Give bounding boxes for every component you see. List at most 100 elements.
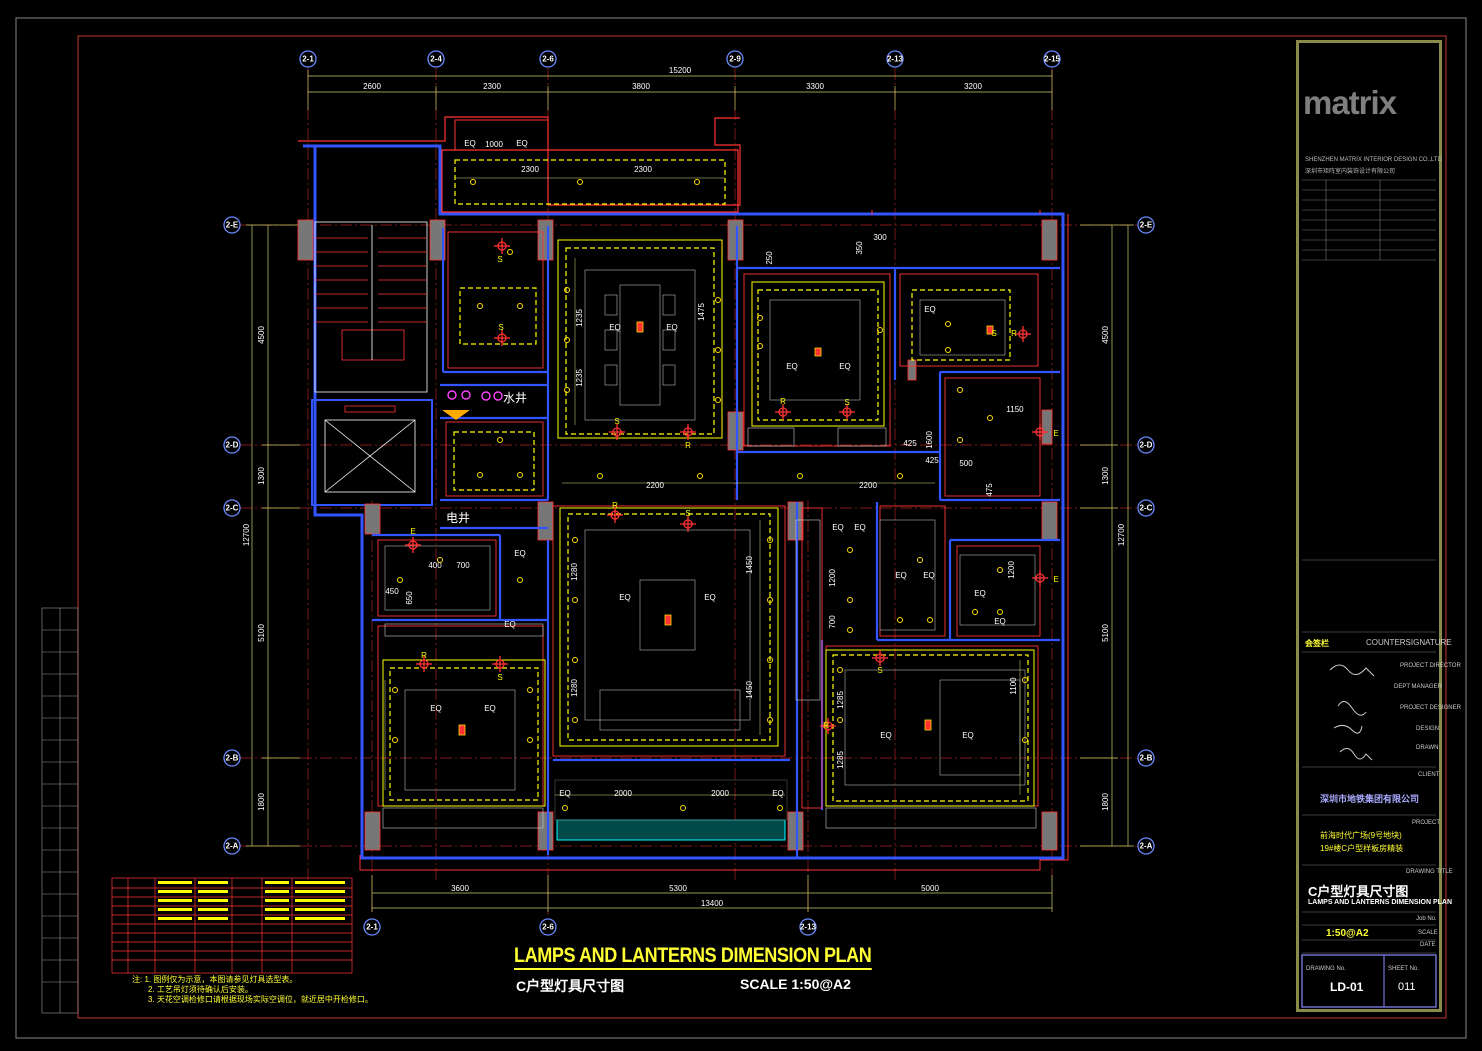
balcony-floor — [554, 779, 788, 821]
dim-interior: 1285 — [836, 751, 845, 769]
dim-top-seg: 3200 — [964, 82, 982, 91]
sheet-number: 011 — [1398, 981, 1416, 993]
legend-table-fill — [158, 881, 345, 920]
dim-interior: 500 — [959, 459, 973, 468]
eq-label: EQ — [430, 704, 442, 713]
drawing-title-cn: C户型灯具尺寸图 — [516, 978, 625, 994]
dim-interior: 1200 — [1007, 561, 1016, 579]
eq-label: EQ — [854, 523, 866, 532]
dim-interior: 425 — [925, 456, 939, 465]
eq-label: EQ — [786, 362, 798, 371]
eq-label: EQ — [962, 731, 974, 740]
marker-s: S — [877, 666, 882, 675]
notes-line: 2. 工艺吊灯须待确认后安装。 — [132, 985, 373, 995]
label-electric-shaft: 电井 — [446, 511, 470, 525]
top-dimension-lines — [307, 70, 1053, 110]
marker-s: S — [497, 673, 502, 682]
eq-label: EQ — [839, 362, 851, 371]
left-dimension-lines — [246, 224, 300, 847]
notes-text: 3. 天花空调检修口请根据现场实际空调位，就近居中开检修口。 — [148, 995, 373, 1004]
dim-left-seg: 1300 — [257, 467, 266, 485]
grid-label-left: 2-D — [226, 441, 239, 450]
dim-interior: 1150 — [1006, 405, 1024, 414]
role-label: DEPT MANAGER — [1394, 684, 1442, 690]
right-dimension-lines — [1080, 224, 1134, 847]
dim-interior: 2300 — [634, 165, 652, 174]
dim-interior: 2300 — [521, 165, 539, 174]
eq-label: EQ — [514, 549, 526, 558]
marker-e: E — [410, 527, 415, 536]
dim-interior: 2200 — [859, 481, 877, 490]
shaft-pipes — [447, 390, 503, 401]
eq-label: EQ — [880, 731, 892, 740]
dim-interior: 350 — [855, 241, 864, 255]
dim-right-seg: 1300 — [1101, 467, 1110, 485]
downlights — [392, 179, 1028, 811]
marker-r: R — [780, 397, 786, 406]
dim-interior: 1200 — [828, 569, 837, 587]
countersign-label-cn: 会签栏 — [1305, 639, 1329, 648]
role-label: DESIGN — [1416, 726, 1440, 732]
dim-interior: 1280 — [570, 563, 579, 581]
countersign-label-en: COUNTERSIGNATURE — [1366, 638, 1452, 647]
bottom-dimension-lines — [371, 875, 1053, 912]
eq-label: EQ — [516, 139, 528, 148]
notes-line: 3. 天花空调检修口请根据现场实际空调位，就近居中开检修口。 — [132, 995, 373, 1005]
pendant-lights — [458, 321, 994, 736]
dim-bottom-seg: 5300 — [669, 884, 687, 893]
date-label: DATE — [1420, 942, 1436, 948]
title-block-scale: 1:50@A2 — [1326, 928, 1369, 939]
feature-fixtures — [405, 238, 1048, 734]
drawing-no-label: DRAWING No. — [1306, 966, 1346, 972]
grid-label-top: 2-13 — [887, 55, 904, 64]
wall-finish-lines — [377, 231, 1041, 809]
eq-labels: EQ EQ EQ EQ EQ EQ EQ EQ EQ EQ EQ EQ EQ E… — [430, 139, 1006, 798]
drawing-number-box — [1301, 954, 1437, 1008]
notes-lead: 注: — [132, 975, 143, 984]
eq-label: EQ — [974, 589, 986, 598]
eq-label: EQ — [609, 323, 621, 332]
marker-s: S — [991, 329, 996, 338]
marker-r: R — [823, 721, 829, 730]
dim-interior: 1475 — [697, 303, 706, 321]
notes: 注: 1. 图例仅为示意，本图请参见灯具选型表。 2. 工艺吊灯须待确认后安装。… — [132, 975, 373, 1005]
role-label: PROJECT DESIGNER — [1400, 705, 1461, 711]
grid-label-right: 2-E — [1140, 221, 1153, 230]
fixture-markers: S R R S R S R S R S S S R S E E E — [410, 255, 1058, 730]
eq-label: EQ — [924, 305, 936, 314]
dim-interior: 1235 — [575, 309, 584, 327]
notes-text: 1. 图例仅为示意，本图请参见灯具选型表。 — [144, 975, 298, 984]
marker-e: E — [1053, 429, 1058, 438]
ceiling-outlines — [389, 159, 1029, 802]
dim-bottom-seg: 3600 — [451, 884, 469, 893]
project-label: PROJECT — [1412, 820, 1441, 826]
dim-interior: 1000 — [485, 140, 503, 149]
eq-label: EQ — [923, 571, 935, 580]
dim-bottom-total: 13400 — [701, 899, 724, 908]
sheet-frame-outer — [15, 17, 1467, 1039]
title-block — [1296, 40, 1442, 1012]
interior-dimension-lines — [384, 177, 1021, 796]
dim-interior: 650 — [405, 591, 414, 605]
dim-interior: 2000 — [614, 789, 632, 798]
dim-top-seg: 2600 — [363, 82, 381, 91]
dim-interior: 1450 — [745, 556, 754, 574]
marker-s: S — [685, 509, 690, 518]
eq-label: EQ — [772, 789, 784, 798]
client-name: 深圳市地铁集团有限公司 — [1320, 794, 1420, 804]
dim-right-total: 12700 — [1117, 523, 1126, 546]
interior-dimension-texts: 2300 2300 1000 2200 2200 1150 1475 1235 … — [385, 140, 1024, 798]
eq-label: EQ — [994, 617, 1006, 626]
dim-left-seg: 4500 — [257, 326, 266, 344]
grid-bubbles — [223, 50, 1155, 936]
eq-label: EQ — [464, 139, 476, 148]
wardrobe-hatch — [382, 427, 1037, 829]
dim-left-seg: 5100 — [257, 624, 266, 642]
grid-label-top: 2-9 — [729, 55, 741, 64]
dim-interior: 400 — [428, 561, 442, 570]
marker-r: R — [612, 501, 618, 510]
grid-label-left: 2-E — [226, 221, 239, 230]
dim-interior: 475 — [985, 483, 994, 497]
stair-core — [311, 221, 433, 506]
furniture — [384, 269, 1036, 791]
